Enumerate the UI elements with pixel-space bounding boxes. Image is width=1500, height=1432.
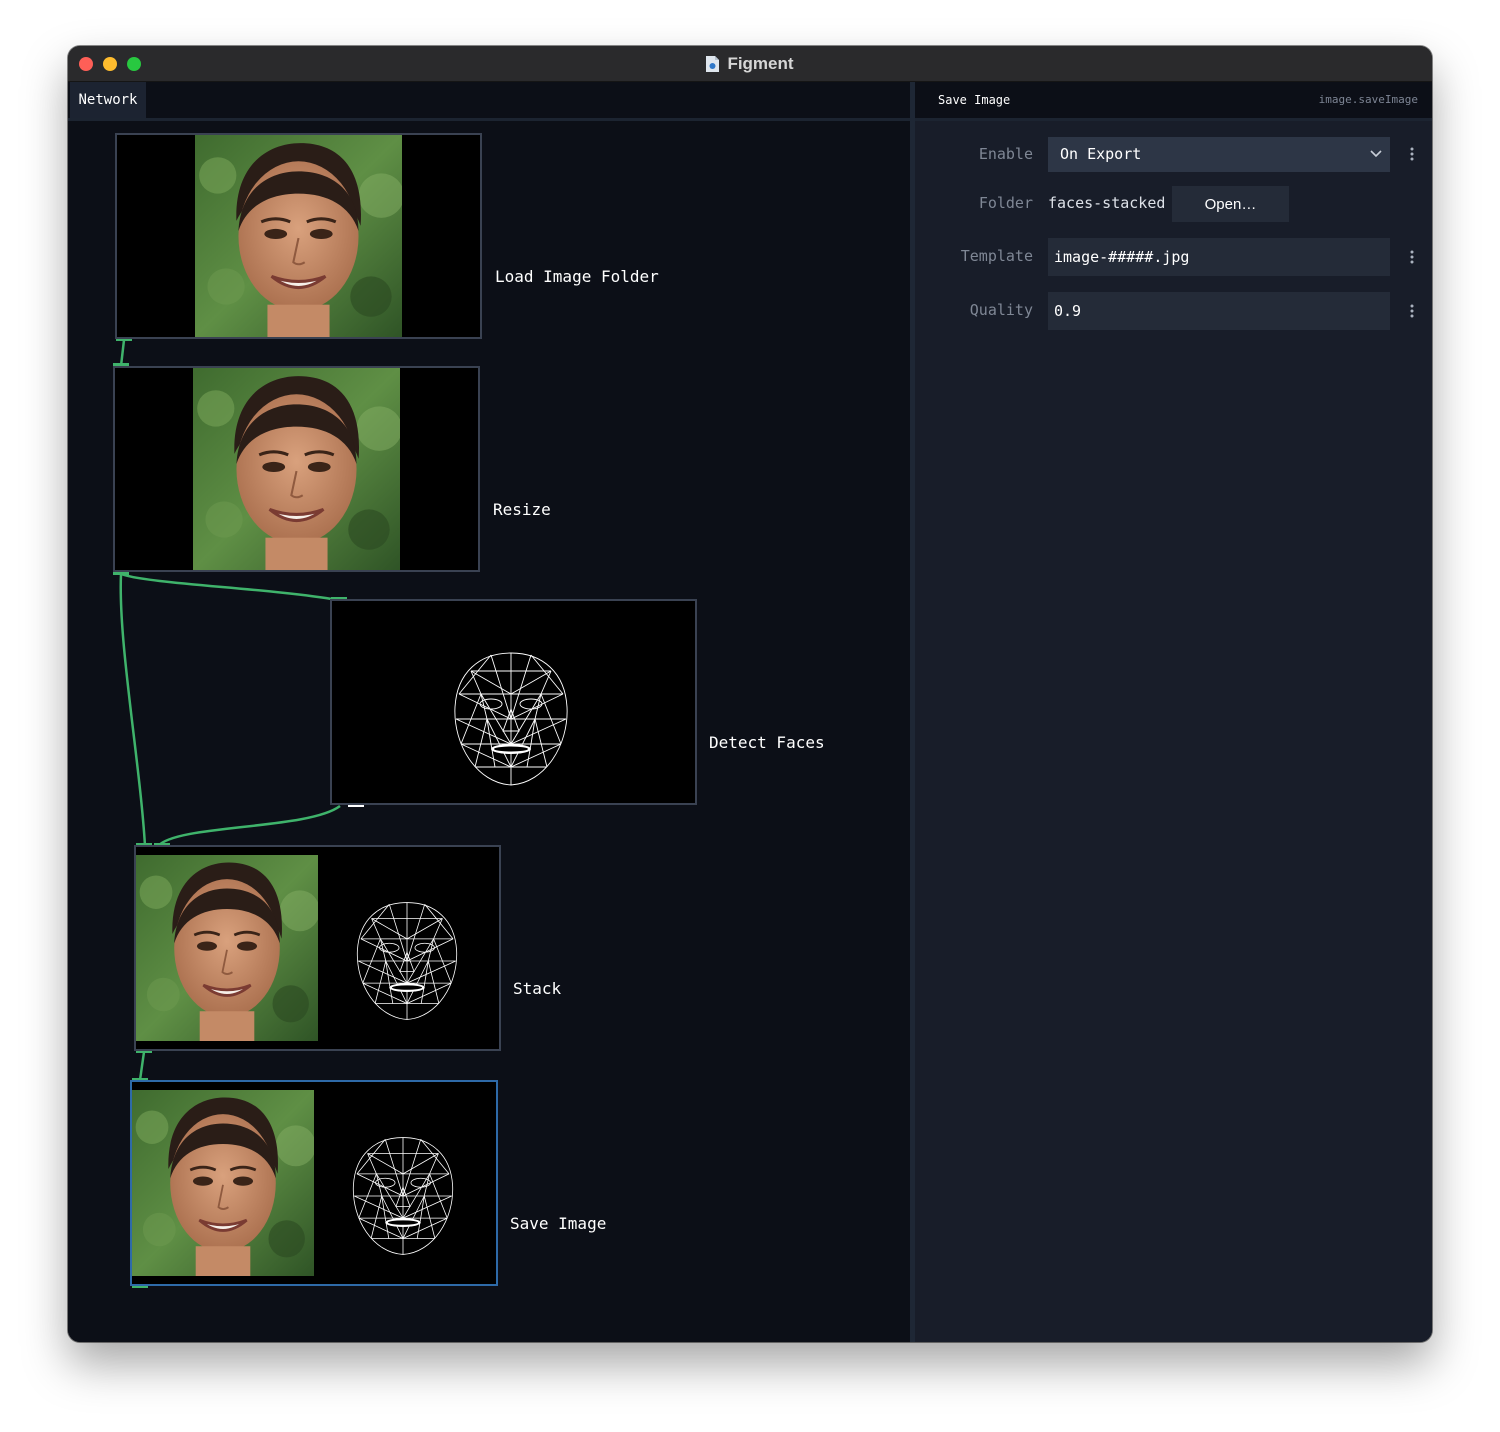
tab-network[interactable]: Network <box>70 82 146 118</box>
save-mesh-preview <box>346 1134 460 1258</box>
node-label-save-image: Save Image <box>510 1214 607 1233</box>
app-window: Figment Network <box>68 46 1432 1342</box>
node-detect-faces[interactable] <box>330 599 697 805</box>
title-bar: Figment <box>68 46 1432 82</box>
wire-resize-to-detect <box>120 572 339 602</box>
inspector-header: Save Image image.saveImage <box>915 82 1432 121</box>
quality-label: Quality <box>969 301 1033 319</box>
template-label: Template <box>960 247 1033 265</box>
node-label-stack: Stack <box>513 979 562 998</box>
quality-field[interactable]: 0.9 <box>1048 292 1390 330</box>
chevron-down-icon <box>1370 150 1382 158</box>
quality-more-icon[interactable] <box>1409 304 1415 318</box>
enable-select-value: On Export <box>1060 145 1142 163</box>
enable-label: Enable <box>978 145 1033 163</box>
panel-divider[interactable] <box>910 82 915 1342</box>
network-panel: Network <box>68 82 910 1342</box>
node-label-load-image-folder: Load Image Folder <box>495 267 659 286</box>
save-photo-preview <box>132 1090 314 1276</box>
template-field[interactable]: image-#####.jpg <box>1048 238 1390 276</box>
enable-select[interactable]: On Export <box>1048 137 1390 172</box>
template-more-icon[interactable] <box>1409 250 1415 264</box>
stack-photo-preview <box>136 855 318 1041</box>
node-stack[interactable] <box>134 845 501 1051</box>
close-window-button[interactable] <box>79 57 93 71</box>
wire-detect-to-stack <box>157 804 341 847</box>
folder-label: Folder <box>978 194 1033 212</box>
node-label-resize: Resize <box>493 500 551 519</box>
resize-image-preview <box>193 368 400 570</box>
node-load-image-folder[interactable] <box>115 133 482 339</box>
window-title-group: Figment <box>68 46 1432 81</box>
inspector-title: Save Image <box>938 93 1011 107</box>
face-mesh-preview <box>448 649 574 789</box>
minimize-window-button[interactable] <box>103 57 117 71</box>
network-tab-bar: Network <box>68 82 910 121</box>
wire-resize-to-stack <box>119 573 147 847</box>
node-label-detect-faces: Detect Faces <box>709 733 825 752</box>
folder-value: faces-stacked <box>1048 194 1166 212</box>
maximize-window-button[interactable] <box>127 57 141 71</box>
document-icon <box>706 55 720 72</box>
inspector-type-id: image.saveImage <box>1318 93 1418 106</box>
node-resize[interactable] <box>113 366 480 572</box>
enable-more-icon[interactable] <box>1409 147 1415 161</box>
node-save-image[interactable] <box>130 1080 498 1286</box>
wire-stack-to-save <box>138 1051 146 1081</box>
wire-load-to-resize <box>119 339 126 367</box>
open-folder-button[interactable]: Open… <box>1172 186 1289 222</box>
inspector-panel: Save Image image.saveImage Enable On Exp… <box>915 82 1432 1342</box>
load-image-preview <box>195 135 402 337</box>
stack-mesh-preview <box>350 899 464 1023</box>
window-title: Figment <box>727 53 794 73</box>
